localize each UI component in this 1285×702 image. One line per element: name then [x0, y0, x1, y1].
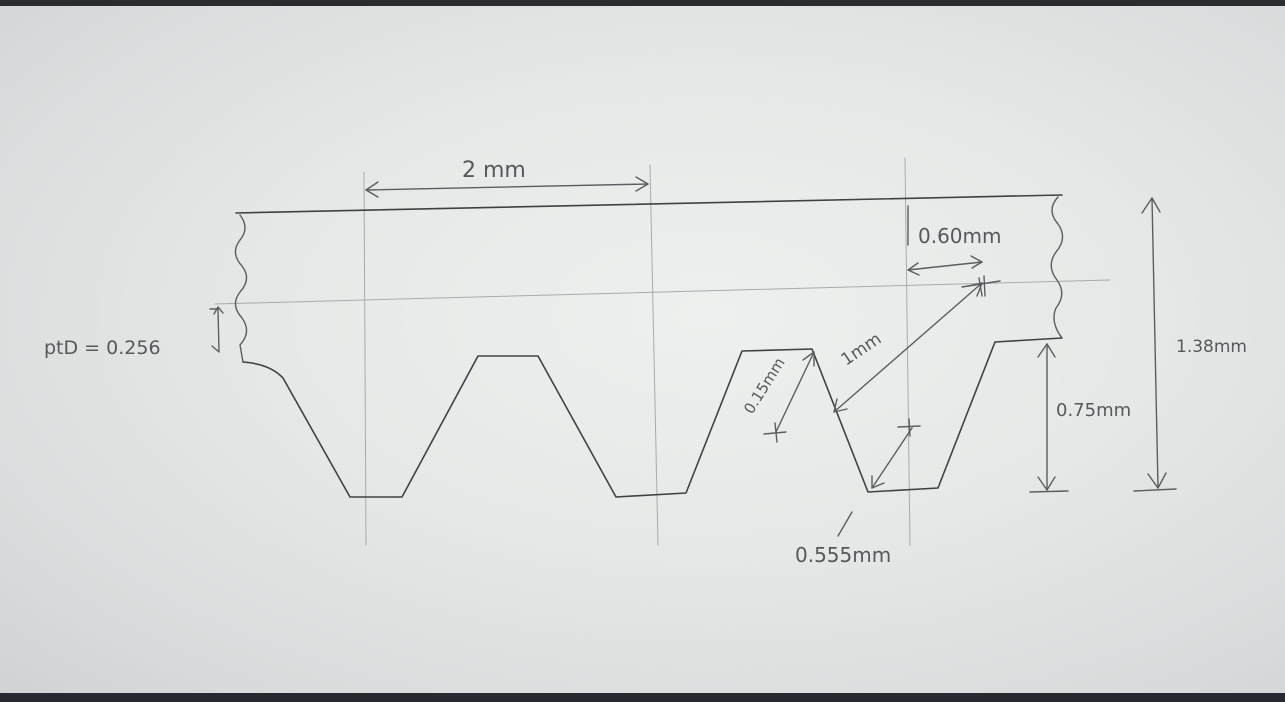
tip-radius-arrow	[802, 351, 815, 367]
tooth-length-cross	[961, 277, 1001, 297]
ptd-arrow-top	[213, 306, 224, 315]
tooth-length-arrow-low	[833, 398, 848, 413]
centerline-2	[649, 164, 659, 546]
top-bar	[0, 0, 1285, 6]
root-radius-arrow	[871, 475, 885, 489]
centerline-1	[363, 171, 367, 546]
paper-sheet: 2 mm 0.60mm ptD = 0.256 1mm 0.15mm 0.75m…	[0, 6, 1285, 693]
tooth-length-label: 1mm	[838, 329, 886, 370]
root-radius-leader	[837, 511, 853, 537]
tooth-length-dimension-line	[833, 282, 983, 413]
ptd-label: ptD = 0.256	[44, 337, 161, 359]
total-height-dimension-line	[1151, 197, 1159, 489]
tooth-height-arrow-bottom	[1037, 476, 1056, 491]
right-break-line	[1050, 196, 1064, 339]
pitch-dimension-line	[365, 183, 649, 191]
tooth-height-label: 0.75mm	[1056, 400, 1131, 421]
tooth-width-arrow-left	[907, 262, 920, 276]
tip-radius-center-mark	[763, 422, 787, 443]
ptd-bracket	[209, 308, 220, 353]
root-radius-center-mark	[897, 418, 921, 437]
belt-profile-sketch: 2 mm 0.60mm ptD = 0.256 1mm 0.15mm 0.75m…	[44, 157, 1247, 567]
total-height-arrow-bottom	[1147, 472, 1167, 489]
tooth-width-arrow-right	[970, 255, 983, 269]
pitch-arrow-left	[365, 181, 379, 198]
tip-radius-label: 0.15mm	[740, 354, 788, 417]
bottom-bar	[0, 693, 1285, 702]
tooth-width-dimension-line	[907, 261, 983, 271]
root-radius-line	[871, 427, 913, 489]
pitch-label: 2 mm	[462, 158, 526, 183]
pitch-arrow-right	[635, 176, 649, 192]
tooth-width-label: 0.60mm	[918, 224, 1002, 248]
tooth-height-base	[1029, 490, 1069, 493]
total-height-label: 1.38mm	[1176, 337, 1247, 357]
root-width-label: 0.555mm	[795, 543, 891, 567]
tip-radius-line	[775, 351, 815, 433]
total-height-base	[1133, 488, 1177, 492]
belt-top-edge	[235, 194, 1063, 214]
tooth-width-tick	[983, 275, 986, 297]
total-height-arrow-top	[1141, 197, 1161, 214]
pitch-line	[214, 279, 1111, 305]
left-break-line	[234, 214, 248, 363]
tooth-profile	[242, 337, 1063, 498]
tooth-height-arrow-top	[1037, 343, 1056, 358]
centerline-3	[904, 157, 911, 546]
